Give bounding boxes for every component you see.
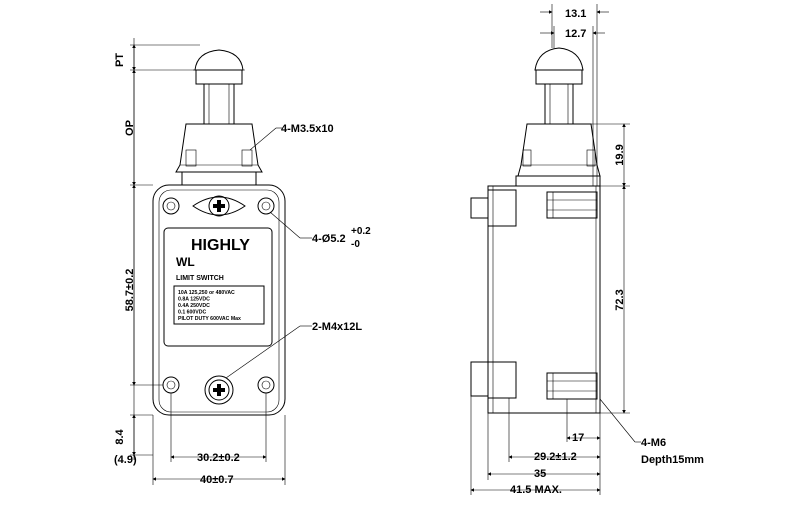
dim-bottom-1: 17 (572, 432, 584, 444)
callout-tolerance-minus: -0 (351, 239, 360, 250)
rating-line: 0.1 600VDC (178, 310, 207, 316)
callout-mount-holes: 4-Ø5.2 (312, 233, 346, 245)
callout-tolerance-plus: +0.2 (351, 226, 371, 237)
callout-depth: Depth15mm (641, 454, 704, 466)
ratings-box (173, 285, 265, 325)
mount-hole-tl (162, 197, 180, 215)
model-name: WL (176, 255, 195, 269)
side-tab-bottom (470, 361, 489, 397)
dim-right-2: 72.3 (614, 289, 626, 310)
front-bottom-dims: 30.2±0.2 40±0.7 (152, 393, 286, 486)
front-view: HIGHLY WL LIMIT SWITCH 10A 125,250 or 48… (152, 49, 286, 416)
front-roller (194, 49, 244, 71)
dim-width: 40±0.7 (200, 474, 234, 486)
dim-hole-spacing: 30.2±0.2 (197, 452, 240, 464)
thread-insert-top (546, 191, 598, 219)
dim-height: 58.7±0.2 (124, 269, 136, 312)
front-body (152, 184, 286, 416)
dim-op: OP (124, 120, 136, 136)
mount-hole-tr (257, 197, 275, 215)
mount-hole-br (257, 376, 275, 394)
side-roller (534, 47, 584, 71)
side-plunger (544, 83, 574, 125)
dim-bottom-4: 41.5 MAX. (510, 484, 562, 496)
dim-bottom: 8.4 (114, 428, 126, 444)
dim-top-2: 12.7 (565, 28, 586, 40)
rating-line: PILOT DUTY 600VAC Max (178, 316, 241, 322)
dim-bottom-paren: (4.9) (114, 454, 137, 466)
callout-screws-top: 4-M3.5x10 (281, 123, 334, 135)
front-roller-base (195, 69, 243, 85)
side-top-dims: 13.1 12.7 (540, 4, 609, 186)
rating-line: 0.8A 125VDC (178, 297, 210, 303)
label-plate (163, 227, 273, 347)
cover-screw-top (192, 195, 246, 217)
thread-insert-bottom (546, 372, 598, 400)
callout-screws-bottom: 2-M4x12L (312, 321, 362, 333)
brand-name: HIGHLY (191, 237, 250, 254)
dim-bottom-3: 35 (534, 468, 546, 480)
rating-line: 10A 125,250 or 480VAC (178, 290, 235, 296)
dim-bottom-2: 29.2±1.2 (534, 451, 577, 463)
product-subtitle: LIMIT SWITCH (176, 275, 224, 282)
side-bottom-dims: 17 29.2±1.2 35 41.5 MAX. (470, 396, 601, 496)
side-callout: 4-M6 Depth15mm (599, 398, 704, 466)
dim-top-1: 13.1 (565, 8, 586, 20)
rating-line: 0.4A 250VDC (178, 303, 210, 309)
front-left-dims: PT OP 58.7±0.2 8.4 (4.9) (114, 38, 200, 466)
front-plunger (203, 83, 235, 125)
side-view (470, 47, 601, 414)
side-right-dims: 19.9 72.3 (583, 123, 630, 414)
side-tab-top (470, 197, 489, 219)
dim-right-1: 19.9 (614, 144, 626, 165)
mount-hole-bl (162, 376, 180, 394)
callout-thread: 4-M6 (641, 437, 666, 449)
side-body (487, 185, 601, 414)
front-callouts: 4-M3.5x10 4-Ø5.2 +0.2 -0 2-M4x12L (225, 123, 371, 379)
dim-pt: PT (114, 53, 126, 67)
cover-screw-bottom (204, 375, 234, 405)
